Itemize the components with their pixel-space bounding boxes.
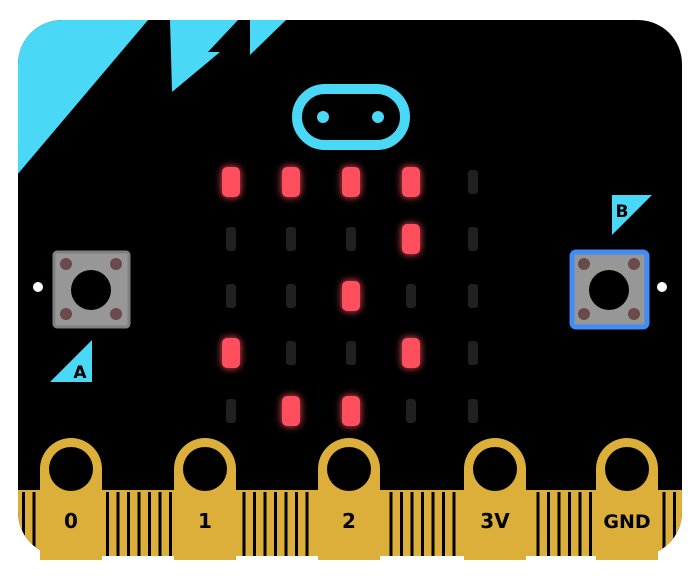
pin-hole-icon (605, 447, 649, 491)
led-1-0-off (226, 227, 236, 251)
connector-strip-8 (169, 492, 172, 556)
led-4-0-off (226, 399, 236, 423)
connector-strip-26 (568, 492, 571, 556)
connector-strip-23 (536, 492, 540, 556)
connector-strip-28 (589, 492, 592, 556)
led-0-2-on (342, 167, 360, 197)
led-1-3-on (402, 224, 420, 254)
pin-hole-icon (49, 447, 93, 491)
connector-strip-13 (284, 492, 288, 556)
connector-strip-16 (389, 492, 393, 556)
connector-strip-15 (305, 492, 309, 556)
connector-strip-24 (547, 492, 550, 556)
connector-strip-12 (274, 492, 277, 556)
button-a[interactable] (52, 250, 131, 329)
right-edge-hole (657, 282, 667, 292)
connector-strip-5 (137, 492, 141, 556)
connector-strip-27 (578, 492, 582, 556)
connector-strips (22, 492, 676, 556)
led-0-3-on (402, 167, 420, 197)
connector-strip-6 (148, 492, 151, 556)
pin-label: 3V (480, 509, 510, 533)
led-1-4-off (468, 227, 478, 251)
board-accent (18, 20, 286, 195)
led-3-3-on (402, 338, 420, 368)
pin-label: GND (603, 511, 650, 533)
connector-strip-4 (127, 492, 130, 556)
connector-strip-2 (106, 492, 109, 556)
led-1-2-off (346, 227, 356, 251)
connector-strip-0 (22, 492, 25, 556)
pin-hole-icon (473, 447, 517, 491)
led-3-1-off (286, 341, 296, 365)
pin-label: 2 (342, 509, 356, 533)
connector-strip-25 (557, 492, 561, 556)
led-4-1-on (282, 396, 300, 426)
connector-strip-18 (410, 492, 414, 556)
led-0-1-on (282, 167, 300, 197)
led-matrix (222, 167, 478, 426)
pin-0[interactable]: 0 (40, 438, 102, 560)
led-3-0-on (222, 338, 240, 368)
button-b-text: B (616, 202, 629, 222)
connector-strip-21 (442, 492, 445, 556)
pin-hole-icon (327, 447, 371, 491)
connector-strip-22 (452, 492, 456, 556)
led-2-4-off (468, 284, 478, 308)
led-4-2-on (342, 396, 360, 426)
connector-strip-29 (662, 492, 666, 556)
led-2-1-off (286, 284, 296, 308)
button-b-label: B (612, 195, 652, 235)
pin-3v[interactable]: 3V (464, 438, 526, 560)
pin-1[interactable]: 1 (174, 438, 236, 560)
microbit-logo-icon (292, 84, 410, 150)
connector-strip-11 (263, 492, 267, 556)
connector-strip-7 (158, 492, 162, 556)
led-1-1-off (286, 227, 296, 251)
connector-strip-30 (673, 492, 676, 556)
led-4-4-off (468, 399, 478, 423)
left-edge-hole (33, 282, 43, 292)
led-2-3-off (406, 284, 416, 308)
pin-2[interactable]: 2 (318, 438, 380, 560)
led-0-4-off (468, 170, 478, 194)
connector-strip-9 (242, 492, 246, 556)
led-2-2-on (342, 281, 360, 311)
led-0-0-on (222, 167, 240, 197)
pin-gnd[interactable]: GND (596, 438, 658, 560)
pin-label: 1 (198, 509, 212, 533)
button-b[interactable] (569, 249, 650, 330)
connector-strip-1 (32, 492, 36, 556)
led-3-2-off (346, 341, 356, 365)
button-a-text: A (73, 363, 87, 383)
connector-strip-20 (431, 492, 435, 556)
connector-strip-17 (400, 492, 403, 556)
led-4-3-off (406, 399, 416, 423)
pin-group: 0 1 2 3V GND (40, 438, 658, 560)
connector-strip-3 (116, 492, 120, 556)
led-2-0-off (226, 284, 236, 308)
button-a-label: A (50, 340, 92, 383)
connector-strip-10 (253, 492, 256, 556)
connector-strip-14 (295, 492, 298, 556)
connector-strip-19 (421, 492, 424, 556)
led-3-4-off (468, 341, 478, 365)
pin-label: 0 (64, 509, 78, 533)
pin-hole-icon (183, 447, 227, 491)
